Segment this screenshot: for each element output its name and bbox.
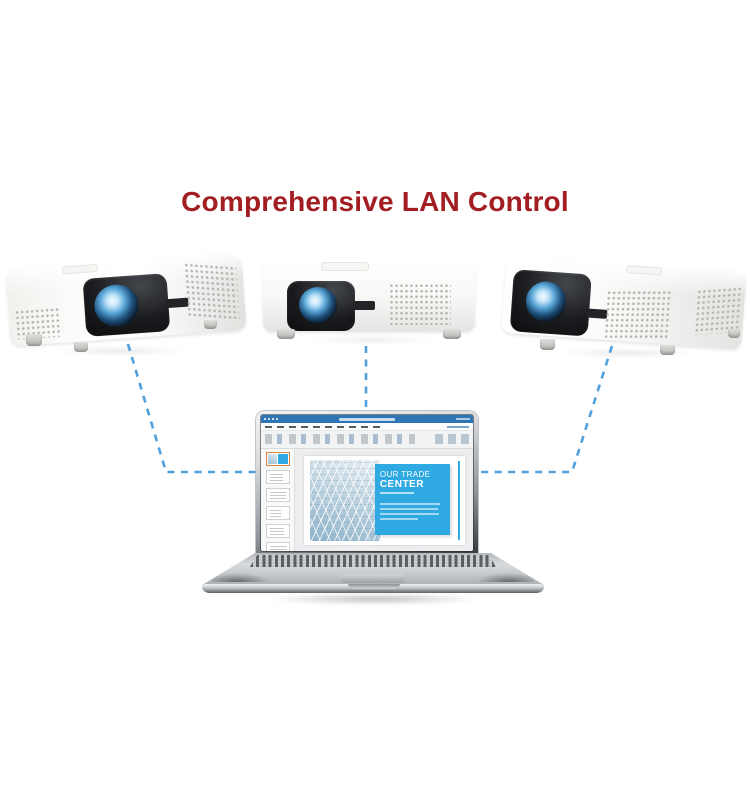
menu-share-label [447,425,469,428]
laptop-keyboard [249,555,497,567]
projector-left [5,250,248,360]
thumbnail-sketch-lines [269,510,281,518]
slide-thumbnail [265,452,290,466]
projector-left-body [5,251,247,347]
projector-left-foot [204,320,217,329]
projector-left-lens-housing [82,273,171,337]
projector-left-foot [26,334,42,346]
projector-center-vent [389,283,451,325]
projector-center-shadow [282,336,462,344]
projector-center-focus-tab [353,301,375,310]
slide-thumbnail [265,524,290,538]
projector-right-foot [540,339,555,350]
titlebar-quick-access-icons [264,418,280,420]
thumbnail-sketch-lines [269,492,286,500]
projector-center-lens-housing [287,281,355,331]
projector-center-sheen [263,259,475,284]
slide-paragraph-bar [379,503,441,505]
projector-left-foot [74,342,88,352]
page-title: Comprehensive LAN Control [181,186,569,217]
connection-line-left [126,343,258,474]
projector-center-body [263,259,475,331]
laptop-screen-bezel: OUR TRADE CENTER [256,411,478,557]
slide-paragraph-bar [379,513,439,515]
titlebar-document-name [339,417,395,421]
projector-right [500,254,748,363]
slide-thumbnail-panel [261,449,295,551]
laptop-trackpad [342,574,404,583]
thumbnail-photo [267,454,277,464]
slide-canvas: OUR TRADE CENTER [295,449,473,551]
slide-heading-line1: OUR TRADE [379,470,431,479]
deck-shadow-right [472,570,534,582]
projector-right-foot [728,329,740,338]
deck-shadow-left [212,570,274,582]
slide-subtitle-bar [379,492,414,494]
ribbon-right-icons [435,434,469,444]
laptop-screen: OUR TRADE CENTER [261,415,473,551]
projector-right-side-vent [693,286,744,336]
projector-center [263,253,475,343]
ribbon-icons [265,434,415,444]
slide-accent-line [458,461,461,540]
slide-paragraph-bar [379,508,438,510]
presentation-menubar [261,423,473,431]
slide-text-panel: OUR TRADE CENTER [374,464,451,536]
slide-thumbnail [265,506,290,520]
slide-heading-line2: CENTER [379,479,424,490]
slide-paragraph-bar [379,518,418,520]
window-controls-icons [456,418,470,420]
slide-thumbnail [265,470,290,484]
projector-left-lens [93,283,140,329]
laptop-front-edge [202,584,544,593]
projector-right-body [501,254,747,350]
laptop-shadow [222,592,528,606]
thumbnail-blue-panel [277,454,288,464]
connection-line-right [480,345,614,474]
presentation-body: OUR TRADE CENTER [261,449,473,551]
projector-center-foot [277,329,295,339]
thumbnail-sketch-lines [269,474,283,482]
projector-right-lens [524,280,568,323]
projector-left-right-vent [183,262,240,320]
projector-right-foot [660,345,675,355]
projector-center-lens [299,287,337,323]
thumbnail-sketch-lines [269,528,284,536]
laptop-lid-notch [348,584,400,589]
projector-center-foot [443,329,461,339]
slide-thumbnail [265,488,290,502]
projector-right-lens-housing [509,269,592,337]
current-slide: OUR TRADE CENTER [304,456,465,545]
projector-right-shadow [528,348,728,358]
projector-center-top-hatch [321,262,369,271]
slide-thumbnail [265,542,290,551]
presentation-ribbon [261,431,473,449]
presentation-titlebar [261,415,473,423]
projector-left-shadow [20,346,220,356]
menu-tabs [265,425,385,428]
projector-right-front-vent [603,290,671,340]
slide-building-photo [310,459,380,542]
thumbnail-sketch-lines [269,546,287,551]
laptop-keyboard-deck [202,553,544,585]
